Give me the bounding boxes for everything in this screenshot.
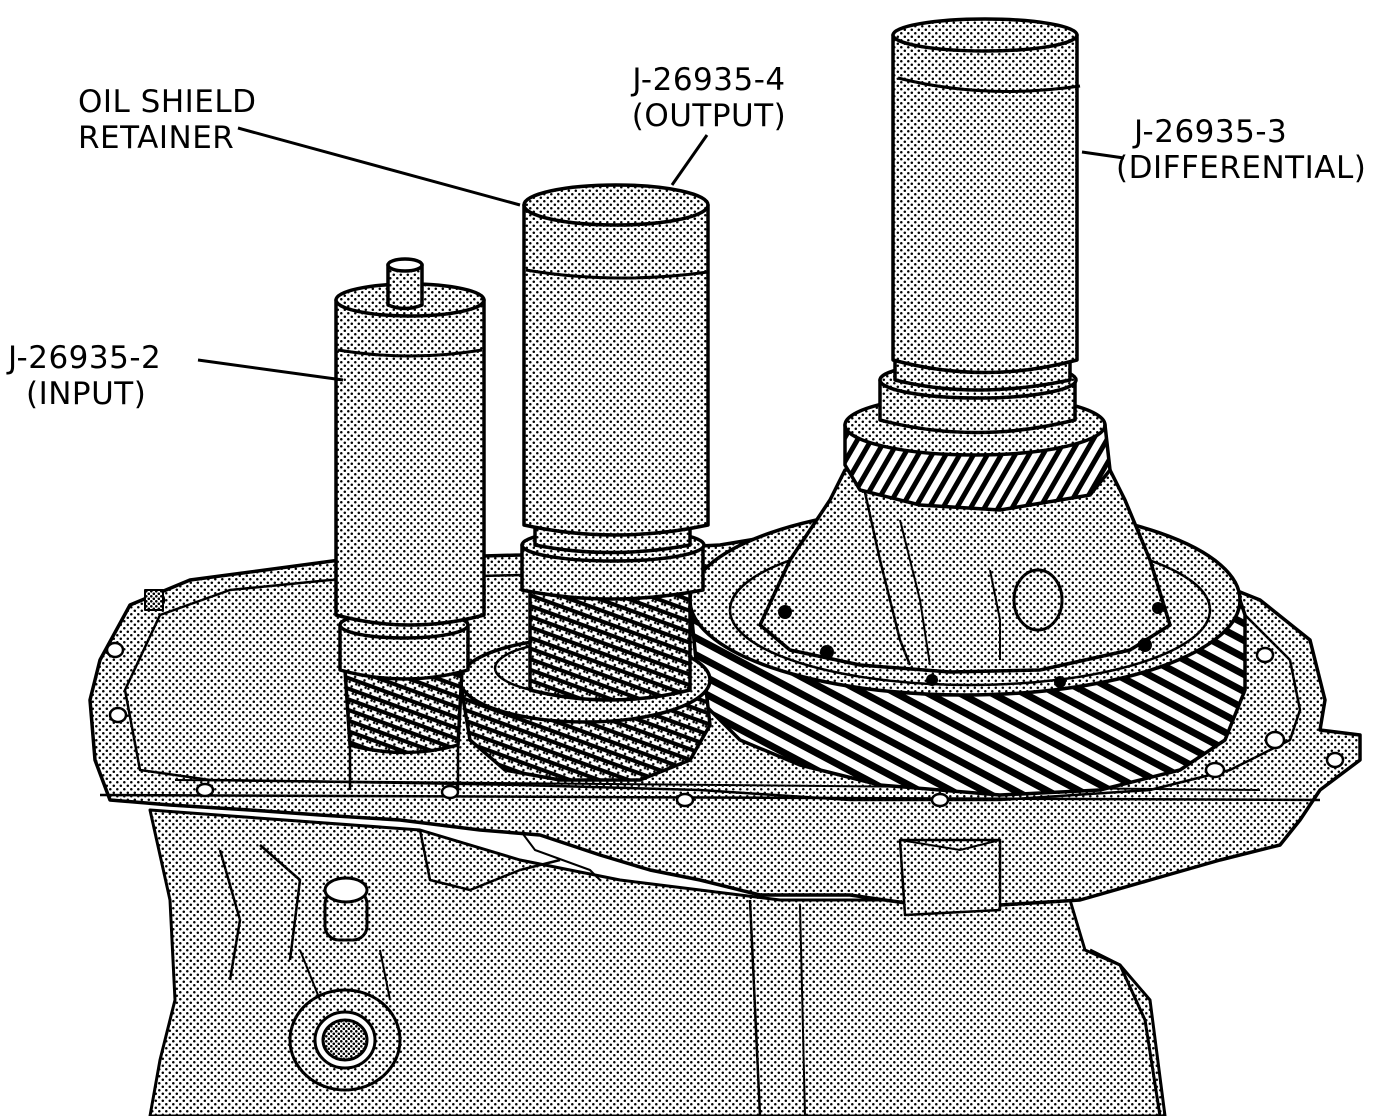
label-differential-part-number: J-26935-3 [1134,114,1288,150]
label-differential-tool: J-26935-3 (DIFFERENTIAL) [1116,114,1366,186]
tool-differential [891,17,1081,375]
differential-assembly [688,322,1247,797]
tool-input [334,257,486,627]
lower-housing [148,808,1167,1116]
leader-lines [197,126,1125,382]
label-differential-description: (DIFFERENTIAL) [1116,150,1367,186]
label-oil-shield-line1: OIL SHIELD [78,84,257,120]
leader-differential [1081,150,1125,160]
tool-output [522,183,710,537]
leader-oil-shield [237,126,521,207]
label-input-part-number: J-26935-2 [8,340,162,376]
label-oil-shield-line2: RETAINER [78,120,235,156]
output-gear-assembly [458,518,712,782]
label-output-tool: J-26935-4 (OUTPUT) [604,62,814,134]
label-input-description: (INPUT) [26,376,147,412]
leader-input [197,358,344,382]
label-output-part-number: J-26935-4 [632,62,786,98]
label-output-description: (OUTPUT) [631,98,787,134]
label-input-tool: J-26935-2 (INPUT) [8,340,161,412]
leader-output [670,134,709,186]
label-oil-shield-retainer: OIL SHIELD RETAINER [78,84,257,156]
